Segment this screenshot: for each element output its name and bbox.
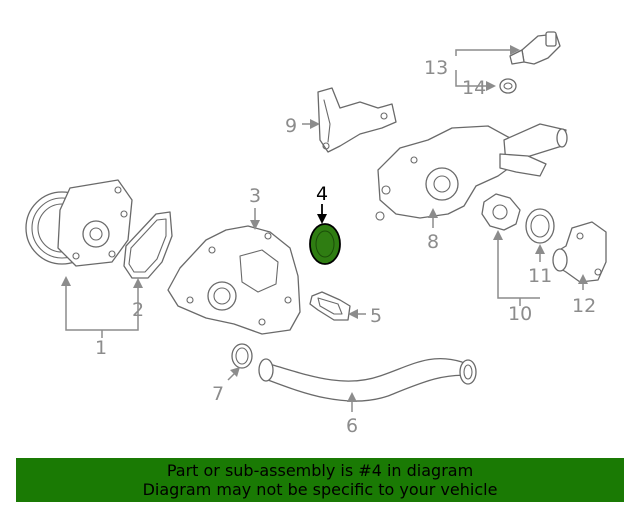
part-7-o-ring[interactable] <box>231 343 253 369</box>
part-5-gasket[interactable] <box>309 291 351 321</box>
callout-9[interactable]: 9 <box>285 115 297 137</box>
callout-6[interactable]: 6 <box>346 415 358 437</box>
callout-7[interactable]: 7 <box>212 383 224 405</box>
part-4-o-ring[interactable] <box>309 223 341 265</box>
part-2-gasket[interactable] <box>123 211 173 279</box>
part-11-seal[interactable] <box>525 208 555 244</box>
callout-12[interactable]: 12 <box>572 295 596 317</box>
callout-labels: 1 2 3 4 5 6 7 8 9 10 11 12 13 14 <box>95 57 596 437</box>
part-info-banner: Part or sub-assembly is #4 in diagram Di… <box>16 458 624 502</box>
callout-10[interactable]: 10 <box>508 303 532 325</box>
part-3-housing[interactable] <box>167 225 301 335</box>
part-1-water-pump[interactable] <box>25 179 133 267</box>
part-8-thermostat-housing[interactable] <box>375 123 568 221</box>
callout-3[interactable]: 3 <box>249 185 261 207</box>
part-13-sensor[interactable] <box>509 31 561 65</box>
callout-2[interactable]: 2 <box>132 299 144 321</box>
callout-5[interactable]: 5 <box>370 305 382 327</box>
banner-line-disclaimer: Diagram may not be specific to your vehi… <box>142 480 498 499</box>
leader-lines <box>61 45 588 412</box>
callout-14[interactable]: 14 <box>462 77 486 99</box>
banner-line-part: Part or sub-assembly is #4 in diagram <box>166 461 474 480</box>
callout-11[interactable]: 11 <box>528 265 552 287</box>
callout-13[interactable]: 13 <box>424 57 448 79</box>
callout-8[interactable]: 8 <box>427 231 439 253</box>
part-12-outlet[interactable] <box>552 221 607 283</box>
part-9-bracket[interactable] <box>317 87 397 153</box>
callout-4[interactable]: 4 <box>316 183 328 205</box>
callout-1[interactable]: 1 <box>95 337 107 359</box>
part-10-thermostat[interactable] <box>481 193 521 231</box>
part-14-washer[interactable] <box>499 78 517 94</box>
part-6-hose[interactable] <box>258 358 477 402</box>
